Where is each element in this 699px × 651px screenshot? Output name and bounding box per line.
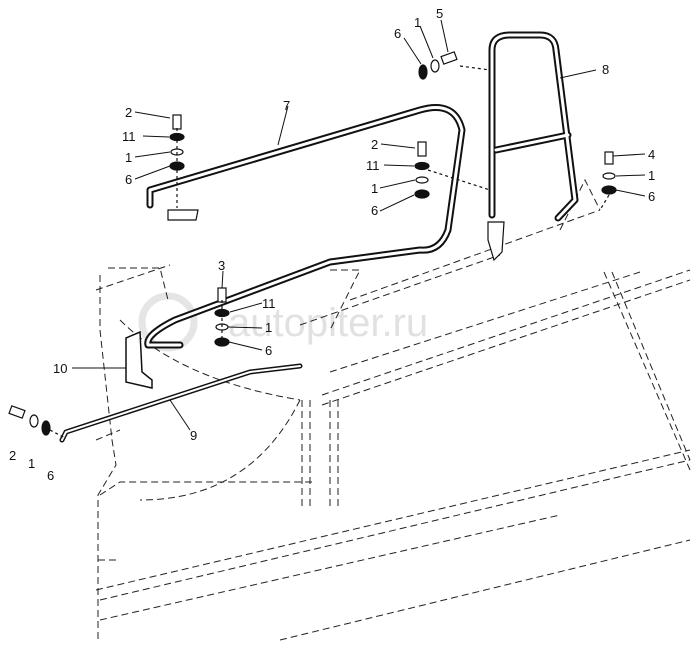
callout-10: 10 bbox=[53, 361, 67, 376]
rail-part-9 bbox=[59, 363, 303, 443]
callout-2-bot: 2 bbox=[9, 448, 16, 463]
watermark-text: autopiter.ru bbox=[228, 301, 428, 345]
handrail-8-bracket bbox=[487, 221, 505, 262]
handrail-part-7-inner bbox=[146, 106, 464, 347]
fastener-stack-top bbox=[418, 51, 491, 80]
callout-1-bot: 1 bbox=[28, 456, 35, 471]
handrail-part-8-inner bbox=[490, 33, 577, 220]
callout-1-low: 1 bbox=[265, 320, 272, 335]
callout-6-low: 6 bbox=[265, 343, 272, 358]
callouts: 6 1 5 8 2 11 1 6 7 2 11 1 6 4 1 6 3 11 1… bbox=[9, 6, 655, 483]
body-frame-dashed bbox=[95, 178, 691, 641]
handrail-7-bracket bbox=[167, 209, 199, 221]
callout-5-top: 5 bbox=[436, 6, 443, 21]
fastener-stack-mid bbox=[414, 141, 491, 199]
callout-6-mid: 6 bbox=[371, 203, 378, 218]
callout-6-top: 6 bbox=[394, 26, 401, 41]
callout-1-mid: 1 bbox=[371, 181, 378, 196]
rail-part-9-inner bbox=[61, 365, 301, 441]
callout-2-mid: 2 bbox=[371, 137, 378, 152]
callout-11-left: 11 bbox=[122, 129, 136, 144]
callout-1-left: 1 bbox=[125, 150, 132, 165]
callout-4-right: 4 bbox=[648, 147, 655, 162]
callout-6-right: 6 bbox=[648, 189, 655, 204]
fastener-stack-right bbox=[599, 151, 617, 211]
callout-6-left: 6 bbox=[125, 172, 132, 187]
callout-9: 9 bbox=[190, 428, 197, 443]
callout-11-mid: 11 bbox=[366, 158, 380, 173]
callout-8: 8 bbox=[602, 62, 609, 77]
callout-2-left: 2 bbox=[125, 105, 132, 120]
fastener-stack-bottom bbox=[8, 405, 66, 439]
handrail-part-8 bbox=[488, 31, 579, 222]
leader-lines bbox=[72, 19, 646, 431]
callout-7: 7 bbox=[283, 98, 290, 113]
fastener-stack-low bbox=[214, 287, 230, 347]
callout-1-right: 1 bbox=[648, 168, 655, 183]
callout-11-low: 11 bbox=[262, 296, 276, 311]
callout-1-top: 1 bbox=[414, 15, 421, 30]
callout-6-bot: 6 bbox=[47, 468, 54, 483]
fastener-stack-left bbox=[169, 114, 185, 208]
bracket-part-10 bbox=[125, 330, 153, 389]
callout-3: 3 bbox=[218, 258, 225, 273]
